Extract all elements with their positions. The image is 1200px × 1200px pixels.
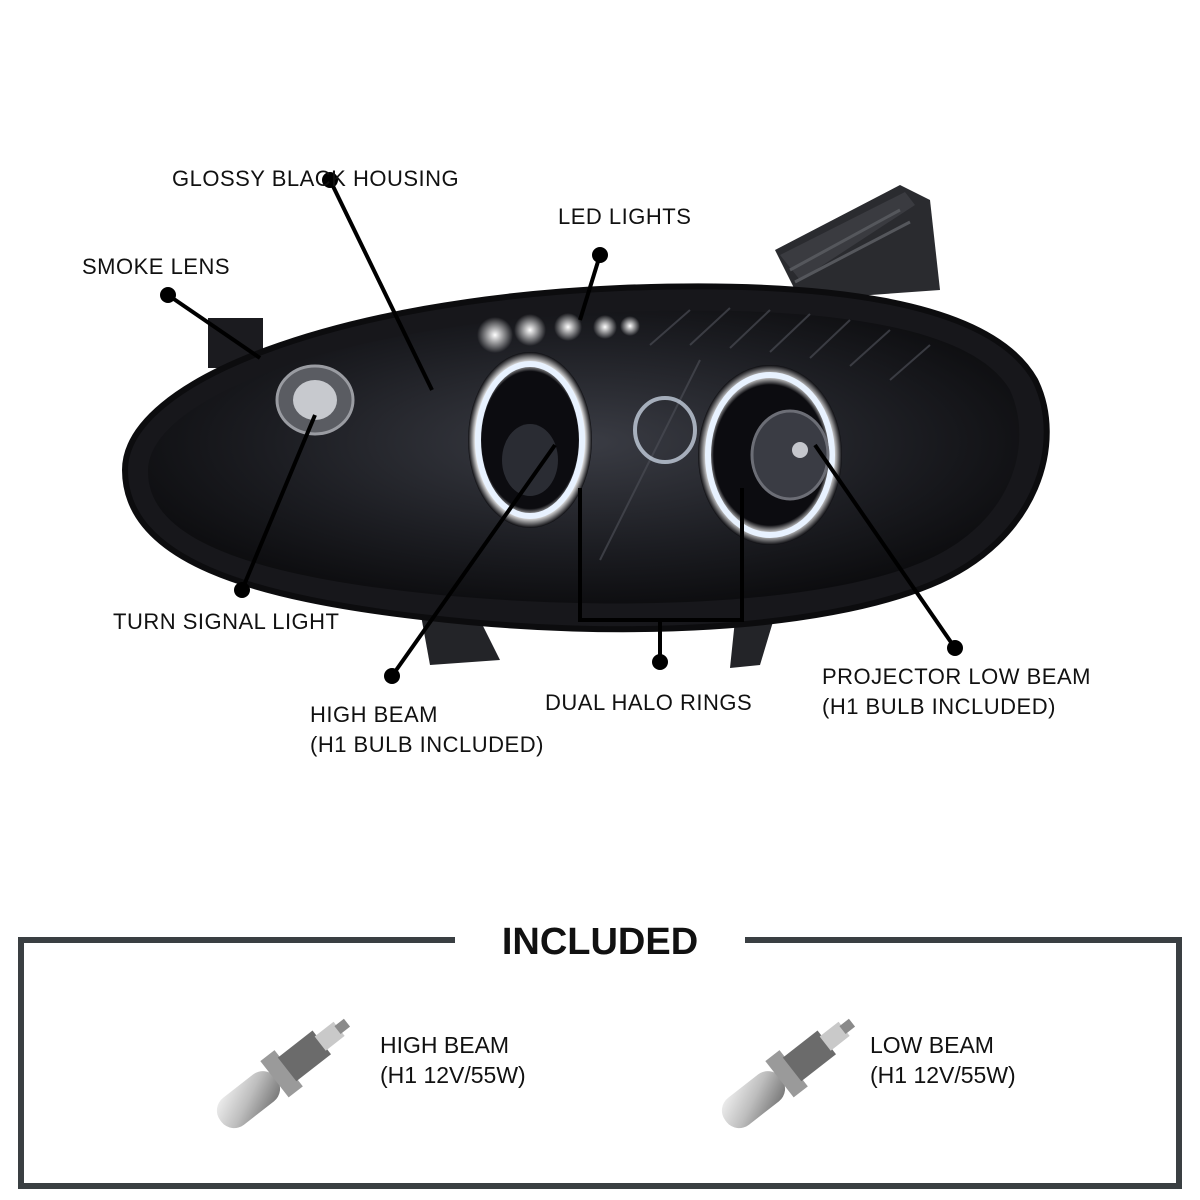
included-item-line1: HIGH BEAM bbox=[380, 1032, 510, 1058]
label-high-beam-line2: (H1 BULB INCLUDED) bbox=[310, 732, 544, 757]
high-beam-halo bbox=[468, 352, 592, 528]
included-item-high-beam: HIGH BEAM (H1 12V/55W) bbox=[380, 1030, 526, 1090]
callout-lines bbox=[166, 179, 957, 678]
label-smoke-lens: SMOKE LENS bbox=[82, 254, 231, 279]
headlight-illustration bbox=[121, 172, 1050, 684]
included-item-line1: LOW BEAM bbox=[870, 1032, 994, 1058]
led-lights bbox=[477, 313, 640, 353]
included-item-line2: (H1 12V/55W) bbox=[870, 1062, 1016, 1088]
label-dual-halo-rings: DUAL HALO RINGS bbox=[545, 690, 753, 715]
low-beam-halo bbox=[698, 365, 842, 545]
label-glossy-black-housing: GLOSSY BLACK HOUSING bbox=[172, 166, 460, 191]
label-projector-low-beam: PROJECTOR LOW BEAM (H1 BULB INCLUDED) bbox=[822, 662, 1091, 722]
label-projector-low-beam-line1: PROJECTOR LOW BEAM bbox=[822, 664, 1091, 689]
h1-bulb-icon bbox=[721, 1018, 856, 1129]
label-turn-signal-light: TURN SIGNAL LIGHT bbox=[113, 609, 340, 634]
turn-signal-light bbox=[275, 364, 355, 436]
bottom-tab bbox=[730, 615, 775, 668]
h1-bulb-icon bbox=[216, 1018, 351, 1129]
included-item-line2: (H1 12V/55W) bbox=[380, 1062, 526, 1088]
label-led-lights: LED LIGHTS bbox=[558, 204, 692, 229]
label-projector-low-beam-line2: (H1 BULB INCLUDED) bbox=[822, 694, 1056, 719]
included-item-low-beam: LOW BEAM (H1 12V/55W) bbox=[870, 1030, 1016, 1090]
label-high-beam-line1: HIGH BEAM bbox=[310, 702, 438, 727]
callout-dots bbox=[160, 172, 963, 684]
label-high-beam: HIGH BEAM (H1 BULB INCLUDED) bbox=[310, 700, 544, 760]
included-title: INCLUDED bbox=[455, 912, 745, 972]
